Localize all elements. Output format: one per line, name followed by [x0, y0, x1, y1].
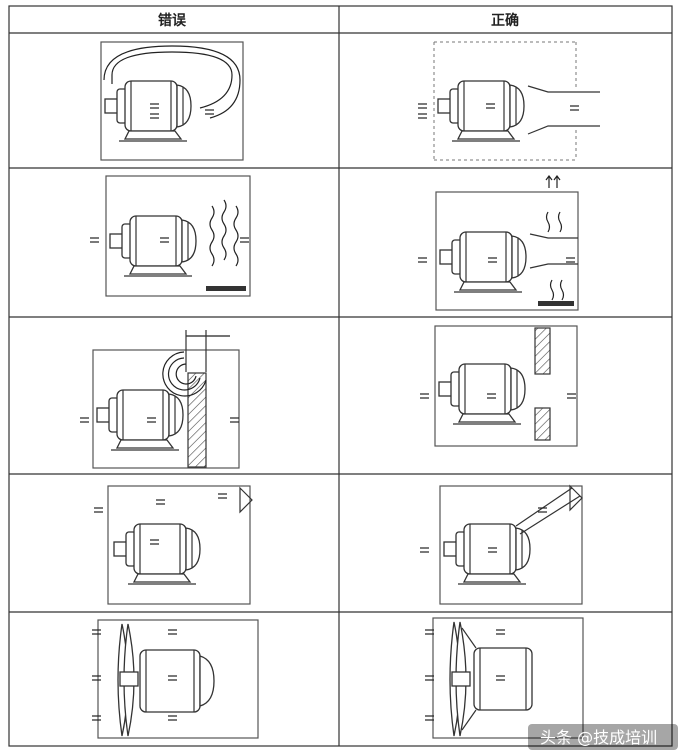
header-wrong: 错误 [158, 12, 187, 29]
row-2-wrong-diagram [89, 175, 251, 297]
row-4-correct-diagram [419, 484, 583, 605]
row-1-correct-diagram [417, 41, 600, 161]
watermark-text: 头条 @技成培训 [540, 728, 657, 747]
table-grid [8, 5, 673, 747]
row-1-wrong-diagram [100, 41, 244, 161]
watermark-backdrop [528, 724, 678, 750]
header-correct: 正确 [491, 12, 519, 29]
row-5-wrong-diagram [91, 619, 259, 739]
row-3-correct-diagram [419, 325, 578, 447]
row-3-wrong-diagram [79, 330, 240, 469]
row-4-wrong-diagram [93, 485, 253, 605]
row-2-correct-diagram [417, 175, 579, 311]
row-5-correct-diagram [424, 617, 584, 739]
